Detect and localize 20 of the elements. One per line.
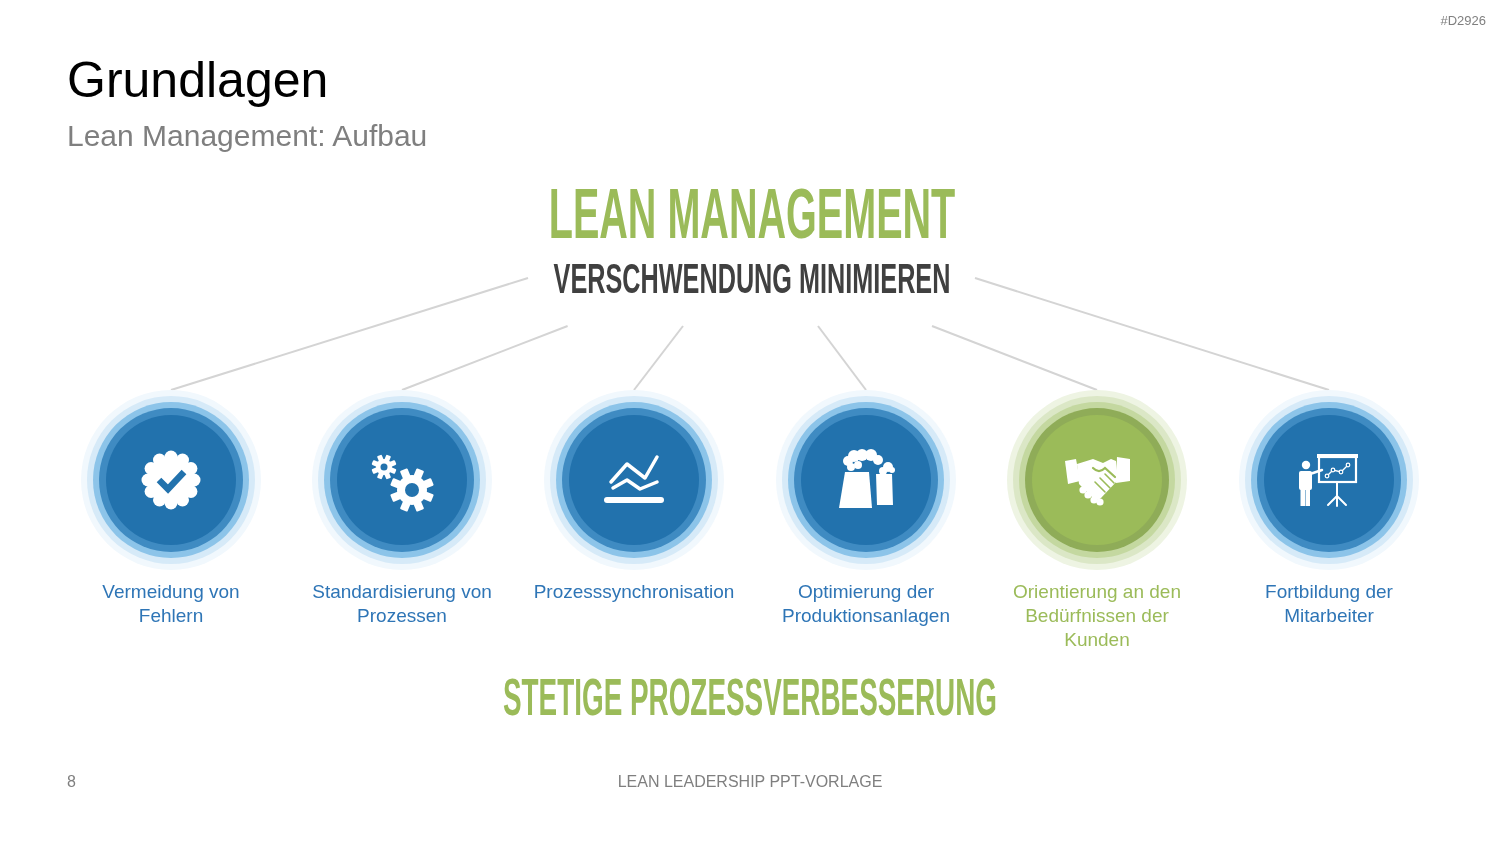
tagline: STETIGE PROZESSVERBESSERUNG: [503, 671, 997, 723]
heading: LEAN MANAGEMENT: [548, 179, 955, 249]
step-label: Fortbildung der Mitarbeiter: [1264, 580, 1394, 628]
step-label: Orientierung an den Bedürfnissen der Kunden: [1012, 580, 1182, 652]
connector-line: [633, 325, 684, 391]
connector-line: [974, 277, 1330, 391]
footer-text: LEAN LEADERSHIP PPT-VORLAGE: [617, 774, 883, 790]
subheading: VERSCHWENDUNG MINIMIEREN: [553, 257, 950, 300]
slide-title: Grundlagen: [67, 55, 329, 105]
connector-line: [931, 325, 1098, 391]
document-code: #D2926: [1440, 14, 1486, 27]
step-label: Prozesssynchronisation: [532, 580, 736, 604]
step-label: Vermeidung von Fehlern: [101, 580, 241, 628]
connector-line: [170, 277, 529, 391]
step-label: Optimierung der Produktionsanlagen: [781, 580, 951, 628]
step-label: Standardisierung von Prozessen: [311, 580, 493, 628]
page-number: 8: [67, 774, 76, 790]
subtitle: Lean Management: Aufbau: [67, 121, 428, 151]
connector-line: [817, 325, 867, 391]
connector-line: [401, 325, 569, 391]
